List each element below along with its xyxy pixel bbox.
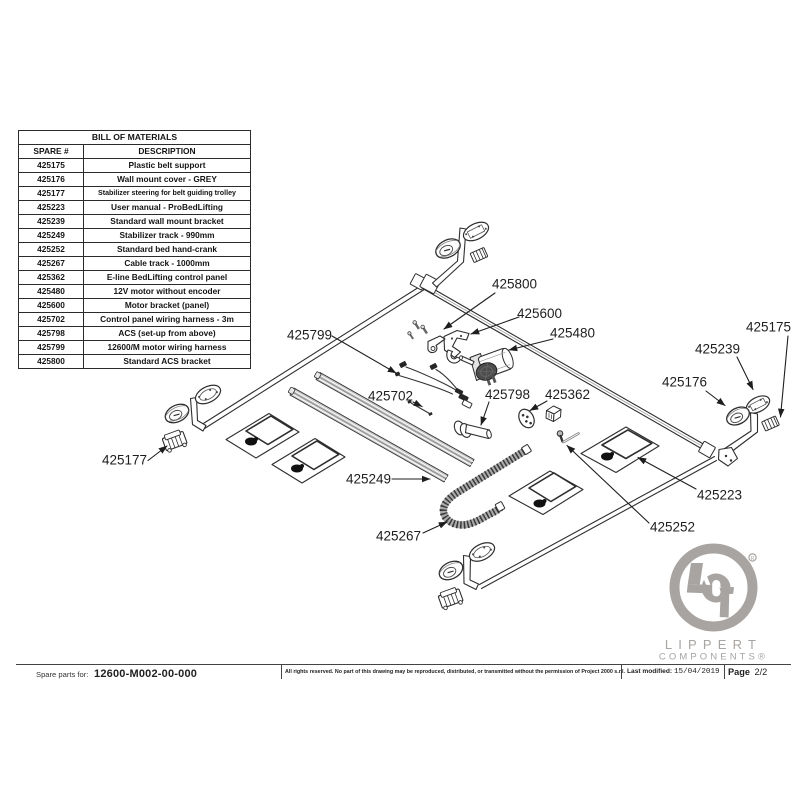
svg-text:LIPPERT: LIPPERT xyxy=(665,637,762,652)
svg-text:COMPONENTS®: COMPONENTS® xyxy=(659,652,768,663)
svg-text:425239: 425239 xyxy=(695,342,740,357)
svg-text:425800: 425800 xyxy=(492,277,537,292)
svg-text:425799: 425799 xyxy=(287,328,332,343)
svg-text:425702: 425702 xyxy=(368,389,413,404)
svg-text:425267: 425267 xyxy=(376,529,421,544)
svg-text:425177: 425177 xyxy=(102,453,147,468)
svg-text:425249: 425249 xyxy=(346,472,391,487)
svg-text:425480: 425480 xyxy=(550,326,595,341)
svg-text:425252: 425252 xyxy=(650,520,695,535)
svg-text:425223: 425223 xyxy=(697,488,742,503)
svg-text:425798: 425798 xyxy=(485,387,530,402)
svg-text:425176: 425176 xyxy=(662,375,707,390)
svg-text:425175: 425175 xyxy=(746,320,791,335)
svg-text:R: R xyxy=(751,556,755,562)
svg-text:425362: 425362 xyxy=(545,387,590,402)
svg-text:425600: 425600 xyxy=(517,306,562,321)
